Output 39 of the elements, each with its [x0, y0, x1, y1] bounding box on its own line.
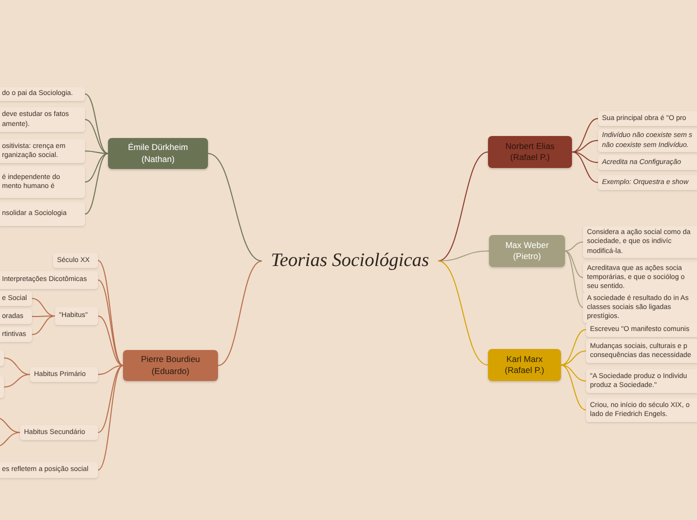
branch-line: [84, 153, 108, 182]
branch-line: [564, 242, 584, 252]
topic-box: Norbert Elias (Rafael P.): [488, 136, 572, 168]
branch-line: [218, 260, 262, 366]
branch-line: [560, 364, 586, 382]
branch-line: [4, 358, 30, 375]
branch-line: [560, 364, 586, 410]
branch-line: [564, 250, 584, 278]
central-topic: Teorias Sociológicas: [262, 247, 438, 275]
branch-line: [438, 260, 488, 366]
branch-line: [572, 118, 598, 152]
branch-line: [84, 150, 108, 154]
branch-line: [98, 365, 124, 375]
branch-line: [560, 350, 586, 366]
branch-line: [84, 153, 108, 214]
branch-line: [0, 416, 20, 433]
branch-line: [98, 365, 124, 470]
branch-line: [84, 94, 108, 154]
branch-line: [32, 316, 56, 335]
branch-line: [572, 152, 598, 183]
branch-line: [560, 329, 586, 366]
branch-line: [98, 316, 124, 366]
topic-box: Émile Dürkheim (Nathan): [108, 138, 208, 169]
topic-box: Karl Marx (Rafael P.): [488, 349, 561, 381]
branch-line: [564, 250, 584, 308]
branch-line: [4, 374, 30, 388]
branch-line: [572, 152, 598, 163]
branch-line: [98, 365, 124, 433]
branch-line: [438, 152, 488, 262]
branch-line: [98, 280, 124, 366]
branch-line: [32, 316, 56, 317]
topic-box: Pierre Bourdieu (Eduardo): [123, 350, 218, 381]
topic-box: Max Weber (Pietro): [489, 235, 565, 267]
branch-line: [0, 432, 20, 448]
branch-line: [438, 250, 490, 262]
branch-line: [84, 119, 108, 154]
branch-line: [98, 260, 124, 366]
branch-line: [32, 298, 56, 316]
branch-line: [208, 153, 262, 262]
